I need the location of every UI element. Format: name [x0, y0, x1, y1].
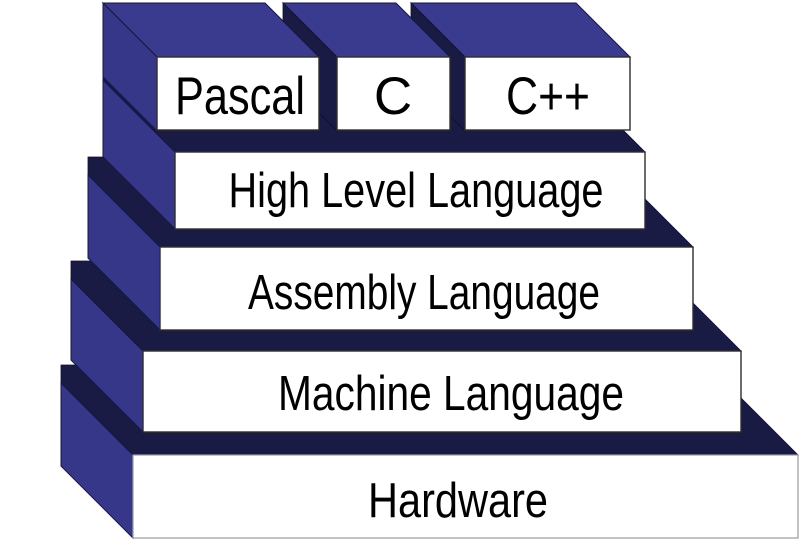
block-c-front-face	[336, 56, 451, 131]
block-cpp-label: C++	[506, 67, 590, 126]
layer-high-level-label: High Level Language	[229, 164, 604, 218]
block-cpp-front-face	[464, 56, 631, 131]
block-c-label: C	[374, 67, 412, 126]
block-pascal-label: Pascal	[175, 67, 305, 126]
layer-machine-label: Machine Language	[278, 367, 624, 421]
layer-hardware-front-face	[132, 454, 799, 539]
block-cpp: C++	[409, 2, 632, 132]
layer-assembly-label: Assembly Language	[248, 266, 600, 320]
block-pascal-front-face	[156, 56, 320, 131]
layer-high-level-front-face	[174, 151, 646, 230]
layer-hardware-label: Hardware	[368, 474, 548, 528]
layer-assembly-front-face	[159, 246, 694, 331]
layer-machine-front-face	[142, 350, 742, 433]
block-pascal: Pascal	[101, 1, 321, 133]
